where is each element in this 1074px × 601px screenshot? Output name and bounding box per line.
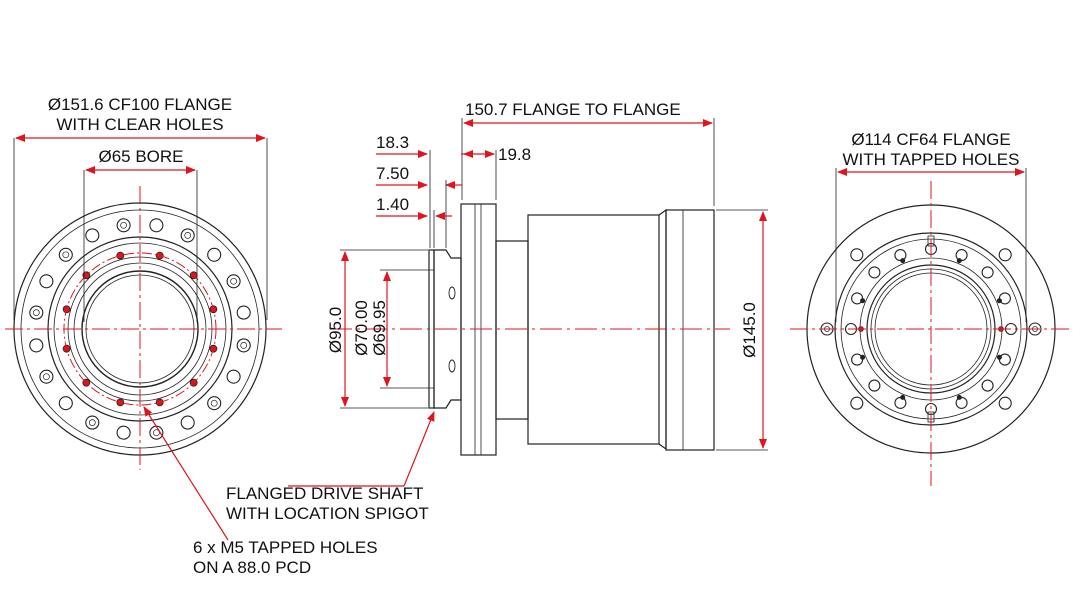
right-small-hole: [860, 354, 866, 360]
right-small-hole: [996, 298, 1002, 304]
right-outer-hole: [850, 248, 864, 262]
right-flange-label-line2: WITH TAPPED HOLES: [842, 150, 1020, 169]
clear-hole-inner: [88, 419, 96, 426]
clear-hole: [85, 228, 100, 243]
clear-hole: [149, 218, 164, 233]
bore-label: Ø65 BORE: [98, 147, 184, 166]
left-flange-label-line1: Ø151.6 CF100 FLANGE: [47, 95, 233, 114]
clear-hole: [207, 247, 222, 262]
clear-hole: [116, 425, 131, 440]
right-small-hole: [956, 258, 962, 264]
right-tapped-hole: [981, 266, 994, 279]
clear-hole: [149, 425, 164, 440]
dim-69-95-label: Ø69.95: [370, 300, 389, 356]
dim-7-50-label: 7.50: [376, 164, 410, 183]
neck: [495, 240, 529, 420]
left-clear-holes: [29, 218, 251, 440]
right-flange-label: Ø114 CF64 FLANGE WITH TAPPED HOLES: [816, 130, 1046, 170]
clear-hole: [180, 228, 195, 243]
clear-hole: [180, 415, 195, 430]
clear-hole: [116, 218, 131, 233]
clear-hole: [29, 338, 44, 353]
right-small-hole: [996, 354, 1002, 360]
flange-to-flange-label: 150.7 FLANGE TO FLANGE: [465, 100, 681, 119]
holes-label: 6 x M5 TAPPED HOLES ON A 88.0 PCD: [193, 538, 378, 578]
clear-hole-inner: [240, 342, 248, 349]
clear-hole: [39, 369, 54, 384]
shaft-label: FLANGED DRIVE SHAFT WITH LOCATION SPIGOT: [226, 484, 429, 524]
left-flange-label-line2: WITH CLEAR HOLES: [56, 115, 224, 134]
clear-hole-inner: [184, 232, 192, 239]
clear-hole-inner: [32, 309, 40, 316]
dim-70-label: Ø70.00: [352, 300, 371, 356]
shaft-label-line2: WITH LOCATION SPIGOT: [226, 504, 429, 523]
dim-18-3-label: 18.3: [376, 133, 410, 152]
right-tapped-hole: [868, 379, 881, 392]
right-outer-hole: [850, 396, 864, 410]
right-small-hole: [900, 258, 906, 264]
clear-hole-inner: [120, 221, 127, 229]
clear-hole: [58, 247, 73, 262]
dim-145-label: Ø145.0: [740, 302, 759, 358]
shaft-leader-line: [403, 411, 435, 487]
dim-19-8-label: 19.8: [498, 145, 532, 164]
holes-label-line2: ON A 88.0 PCD: [193, 558, 312, 577]
tapped-hole: [155, 251, 164, 260]
clear-hole: [236, 338, 251, 353]
clear-hole-inner: [210, 399, 218, 407]
clear-hole: [226, 369, 241, 384]
shaft-label-line1: FLANGED DRIVE SHAFT: [226, 484, 424, 503]
left-flange-label: Ø151.6 CF100 FLANGE WITH CLEAR HOLES: [20, 95, 260, 135]
right-tapped-hole: [868, 266, 881, 279]
clear-hole: [39, 274, 54, 289]
clear-hole: [58, 396, 73, 411]
right-small-hole: [900, 394, 906, 400]
clear-hole-inner: [62, 251, 70, 259]
dim-95-label: Ø95.0: [326, 306, 345, 354]
clear-hole: [236, 305, 251, 320]
clear-hole-inner: [230, 277, 237, 285]
right-flange-label-line1: Ø114 CF64 FLANGE: [851, 130, 1011, 149]
right-small-hole: [860, 298, 866, 304]
clear-hole-inner: [153, 429, 160, 437]
clear-hole: [226, 274, 241, 289]
right-tapped-hole: [981, 379, 994, 392]
clear-hole: [85, 415, 100, 430]
left-bore-circle: [81, 270, 199, 388]
dim-1-40-label: 1.40: [376, 195, 410, 214]
right-outer-hole: [998, 248, 1012, 262]
clear-hole-inner: [43, 373, 50, 381]
cf64-flange-side: [665, 209, 715, 451]
holes-leader-line: [143, 406, 229, 541]
clear-hole: [29, 305, 44, 320]
right-outer-hole: [998, 396, 1012, 410]
holes-label-line1: 6 x M5 TAPPED HOLES: [193, 538, 378, 557]
clear-hole: [207, 396, 222, 411]
right-small-hole: [956, 394, 962, 400]
